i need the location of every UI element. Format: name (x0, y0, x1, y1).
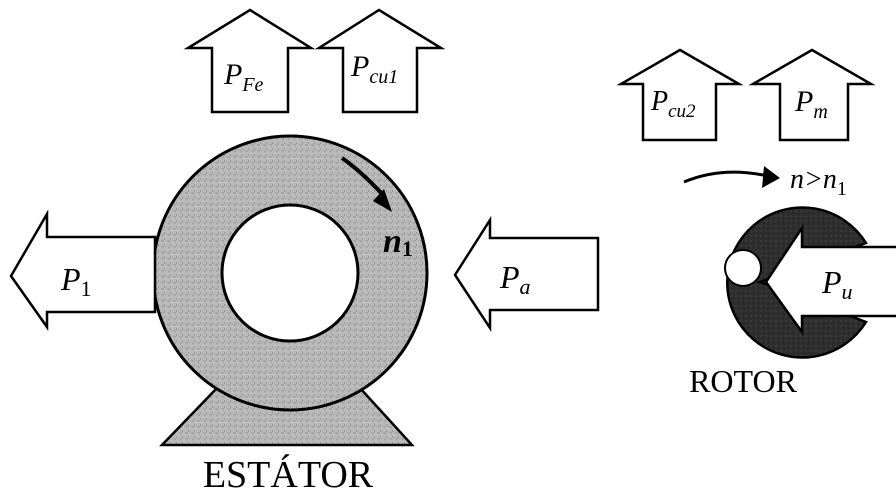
p-a-label: Pa (499, 259, 531, 299)
rotor-speed-sub: 1 (837, 178, 847, 200)
p-m-label: Pm (794, 85, 828, 123)
p-cu2-label: Pcu2 (650, 86, 696, 122)
stator-rotation-arrow (340, 156, 392, 212)
p-a-sub: a (520, 274, 531, 299)
p-u-sub: u (842, 279, 853, 304)
p-a-main: P (499, 259, 520, 295)
p-fe-arrow: PFe (183, 8, 316, 114)
p-1-main: P (60, 261, 81, 297)
p-fe-label: PFe (223, 58, 264, 96)
p-cu2-sub: cu2 (668, 101, 696, 122)
p-cu1-main: P (350, 50, 369, 83)
p-1-sub: 1 (81, 276, 92, 301)
stator-bore (220, 203, 360, 343)
p-cu2-main: P (650, 86, 668, 117)
stator-caption: ESTÁTOR (203, 454, 374, 495)
p-a-arrow: Pa (453, 215, 600, 333)
p-1-label: P1 (60, 261, 92, 301)
p-u-label: Pu (821, 264, 853, 304)
p-m-arrow: Pm (748, 48, 876, 142)
p-cu2-arrow: Pcu2 (616, 48, 744, 142)
p-cu1-label: Pcu1 (350, 50, 398, 88)
rotor-caption: ROTOR (689, 363, 798, 399)
p-cu1-arrow: Pcu1 (314, 8, 446, 114)
stator-group: n1 ESTÁTOR (151, 134, 429, 495)
p-u-arrow: Pu (764, 223, 896, 336)
stator-rotation-label: n1 (383, 223, 413, 261)
p-m-sub: m (813, 101, 827, 123)
p-cu1-sub: cu1 (369, 66, 398, 88)
rotor-hole (724, 249, 762, 287)
stator-rotation-sub: 1 (402, 236, 413, 261)
rotor-group: n>n1 ROTOR (683, 164, 868, 399)
rotor-speed-main: n>n (790, 164, 837, 195)
rotor-speed-label: n>n1 (790, 164, 847, 200)
p-fe-sub: Fe (241, 74, 263, 96)
p-1-arrow: P1 (9, 209, 157, 331)
p-u-main: P (821, 264, 842, 300)
stator-rotation-main: n (383, 223, 402, 260)
p-fe-main: P (223, 58, 242, 91)
rotor-disc (725, 206, 868, 359)
p-m-main: P (794, 85, 813, 118)
rotor-rotation-arrow (683, 166, 780, 188)
